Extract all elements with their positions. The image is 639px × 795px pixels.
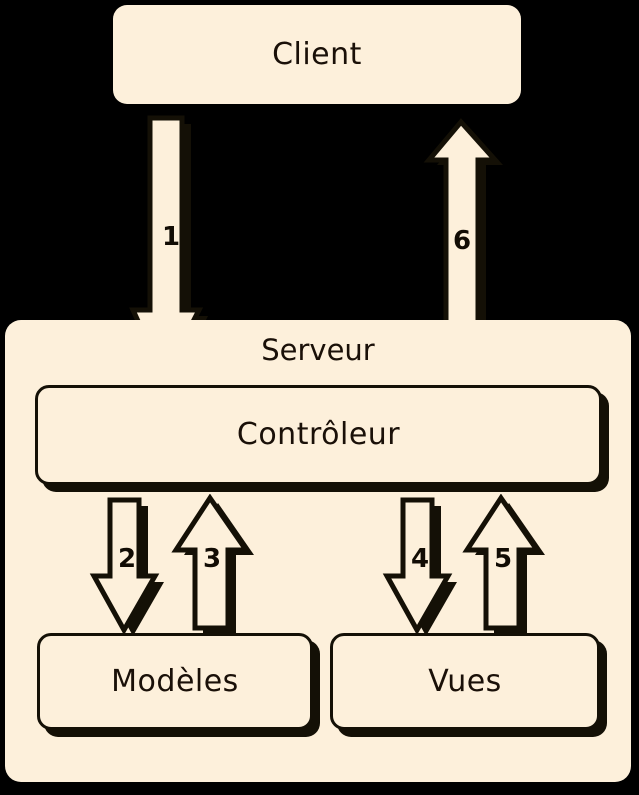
arrow-1-client-to-controller[interactable]: 1 [126,112,220,384]
arrow-2-label: 2 [117,544,137,574]
arrow-5-label: 5 [493,544,513,574]
node-models[interactable]: Modèles [37,633,313,730]
node-client-label: Client [272,36,362,72]
arrow-3-models-to-controller[interactable]: 3 [170,494,262,636]
arrow-2-controller-to-models[interactable]: 2 [88,494,174,636]
node-views[interactable]: Vues [330,633,600,730]
arrow-3-label: 3 [202,544,222,574]
node-controller-label: Contrôleur [236,417,401,452]
arrow-6-label: 6 [452,226,472,256]
node-controller[interactable]: Contrôleur [35,385,602,485]
arrow-4-controller-to-views[interactable]: 4 [381,494,467,636]
node-client[interactable]: Client [113,5,521,104]
arrow-5-views-to-controller[interactable]: 5 [461,494,553,636]
arrow-1-label: 1 [161,222,181,252]
node-views-label: Vues [428,663,502,699]
arrow-4-label: 4 [410,544,430,574]
node-models-label: Modèles [111,663,239,699]
node-server-label: Serveur [261,333,375,367]
